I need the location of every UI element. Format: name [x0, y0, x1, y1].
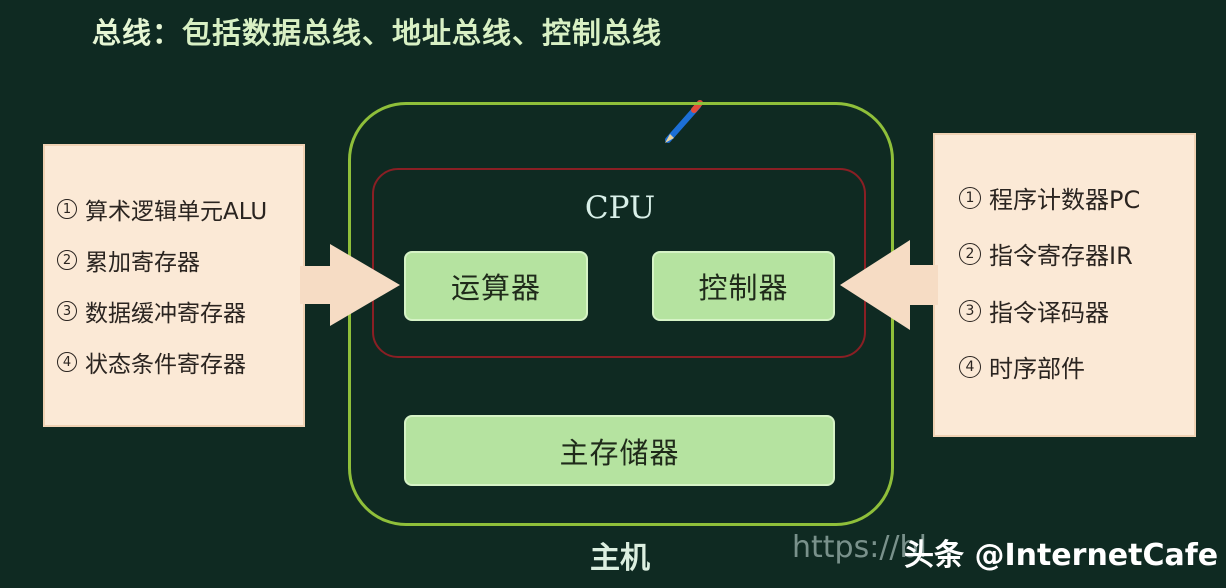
- item-number: 2: [959, 242, 981, 265]
- controller-components-panel: 1 程序计数器PC 2 指令寄存器IR 3 指令译码器 4 时序部件: [933, 133, 1196, 437]
- alu-box: 运算器: [404, 251, 588, 321]
- item-number: 4: [57, 352, 77, 372]
- title-lead: 总线：: [92, 16, 183, 50]
- left-panel-item: 4 状态条件寄存器: [57, 345, 299, 379]
- item-label: 算术逻辑单元ALU: [85, 199, 268, 225]
- arrow-to-alu-icon: [300, 244, 400, 326]
- cpu-frame: [372, 168, 866, 358]
- arrow-to-controller-icon: [840, 240, 938, 330]
- left-panel-item: 3 数据缓冲寄存器: [57, 294, 299, 328]
- item-number: 2: [57, 250, 77, 270]
- host-label: 主机: [590, 541, 650, 576]
- item-label: 程序计数器PC: [989, 186, 1141, 214]
- item-label: 状态条件寄存器: [85, 352, 246, 378]
- right-panel-item: 1 程序计数器PC: [959, 180, 1190, 215]
- item-label: 累加寄存器: [85, 250, 200, 276]
- item-number: 4: [959, 355, 981, 378]
- item-number: 1: [959, 186, 981, 209]
- watermark: https://bl 头条 @InternetCafe: [792, 530, 1218, 573]
- diagram-title: 总线：包括数据总线、地址总线、控制总线: [92, 10, 662, 52]
- item-number: 3: [57, 301, 77, 321]
- main-memory-box: 主存储器: [404, 415, 835, 486]
- controller-label: 控制器: [698, 271, 789, 305]
- right-panel-item: 3 指令译码器: [959, 293, 1190, 328]
- alu-label: 运算器: [450, 271, 541, 305]
- item-label: 数据缓冲寄存器: [85, 301, 246, 327]
- cpu-label: CPU: [584, 190, 656, 226]
- item-label: 指令寄存器IR: [989, 242, 1133, 270]
- watermark-url: https://bl: [792, 530, 927, 565]
- right-panel-item: 2 指令寄存器IR: [959, 236, 1190, 271]
- item-number: 1: [57, 199, 77, 219]
- controller-box: 控制器: [652, 251, 835, 321]
- item-number: 3: [959, 299, 981, 322]
- watermark-brand: 头条 @InternetCafe: [904, 538, 1219, 573]
- left-panel-item: 2 累加寄存器: [57, 243, 299, 277]
- left-panel-item: 1 算术逻辑单元ALU: [57, 192, 299, 226]
- alu-components-panel: 1 算术逻辑单元ALU 2 累加寄存器 3 数据缓冲寄存器 4 状态条件寄存器: [43, 144, 305, 427]
- right-panel-item: 4 时序部件: [959, 349, 1190, 384]
- item-label: 指令译码器: [989, 299, 1109, 327]
- item-label: 时序部件: [989, 355, 1085, 383]
- title-text: 包括数据总线、地址总线、控制总线: [182, 16, 663, 50]
- main-memory-label: 主存储器: [559, 435, 680, 470]
